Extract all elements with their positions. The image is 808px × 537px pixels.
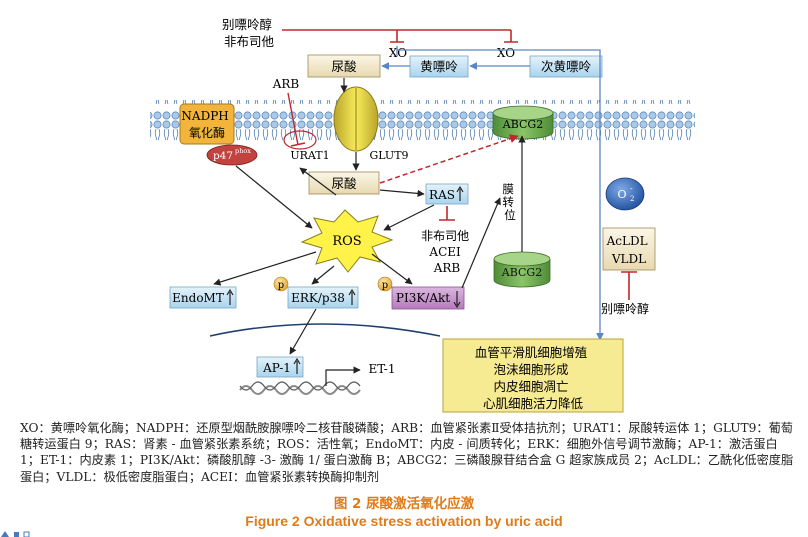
arb-inhibition-bar xyxy=(290,142,306,147)
arrow-erk-ap1 xyxy=(289,308,317,355)
arrow-ras-ros xyxy=(383,204,435,231)
cell-membrane xyxy=(150,100,695,140)
urate-mid-label: 尿酸 xyxy=(331,176,357,191)
glut9-label: GLUT9 xyxy=(369,149,408,162)
et1-transcription-arrow xyxy=(325,366,361,386)
pi3k-phospho-badge xyxy=(377,276,393,292)
erk-phospho-badge xyxy=(273,276,289,292)
arrow-ros-pi3k xyxy=(371,253,413,285)
arb-urat1-inhibition xyxy=(287,92,299,146)
pi3k-down-arrow xyxy=(453,291,461,309)
xo-inhibition-line xyxy=(282,29,518,43)
oxidative-stress-diagram: 别嘌呤醇 非布司他 XO XO 尿酸 黄嘌呤 次黄嘌呤 ARB URAT1 NA… xyxy=(150,17,695,413)
endomt-box xyxy=(169,286,237,309)
xo-superoxide-line xyxy=(396,46,600,340)
pi3k-label: PI3K/Akt xyxy=(396,291,450,305)
arrow-pi3k-abcg2 xyxy=(461,197,501,289)
p47phox-label: p47 xyxy=(213,150,233,162)
endomt-up-arrow xyxy=(226,288,234,305)
endomt-label: EndoMT xyxy=(172,291,224,305)
abcg2-cytoplasm-top xyxy=(493,251,551,267)
ras-box xyxy=(425,183,469,205)
urate-top-box xyxy=(307,54,381,78)
pi3k-phospho-label: p xyxy=(382,280,388,291)
ap1-label: AP-1 xyxy=(262,361,291,375)
urate-abcg2-dashed xyxy=(379,134,519,184)
hypoxanthine-label: 次黄嘌呤 xyxy=(541,59,592,74)
superoxide-sup: - xyxy=(630,184,633,193)
arb-top-label: ARB xyxy=(272,77,300,91)
urat1-transporter xyxy=(283,130,317,150)
xo-label-1: XO xyxy=(389,46,407,60)
arrow-urate-ros xyxy=(299,167,337,196)
ap1-box xyxy=(256,356,304,378)
arrow-ros-endomt xyxy=(213,251,317,286)
acldl-vldl-box xyxy=(602,227,656,271)
xanthine-label: 黄嘌呤 xyxy=(420,59,458,74)
square-outline-icon xyxy=(23,531,30,537)
membrane-curve-lower xyxy=(209,323,441,337)
p47phox-subunit xyxy=(206,144,258,166)
acldl-vldl-label: AcLDL VLDL xyxy=(606,234,652,266)
ros-label: ROS xyxy=(332,234,361,249)
superoxide-label: O xyxy=(617,188,626,201)
ras-label: RAS xyxy=(429,188,455,202)
nadph-oxidase xyxy=(179,103,235,145)
figure-title-cn: 图 2 尿酸激活氧化应激 xyxy=(333,496,475,512)
outcome-box xyxy=(442,338,624,413)
abcg2-cytoplasm-label: ABCG2 xyxy=(501,266,542,279)
urat1-label: URAT1 xyxy=(290,149,329,162)
ras-inhibitors: 非布司他 ACEI ARB xyxy=(421,229,473,275)
dna-strand-1 xyxy=(239,385,361,395)
abcg2-membrane-top xyxy=(492,105,554,121)
allopurinol-febuxostat-label: 别嘌呤醇 非布司他 xyxy=(222,17,276,49)
caption-abbreviations: XO：黄嘌呤氧化酶；NADPH：还原型烟酰胺腺嘌呤二核苷酸磷酸；ARB：血管紧张… xyxy=(20,421,794,484)
viewer-toolbar-icons xyxy=(1,531,30,537)
arrow-p47-ros xyxy=(235,165,313,229)
erk-phospho-label: p xyxy=(278,280,284,291)
urate-top-label: 尿酸 xyxy=(331,59,357,74)
superoxide-sub: 2 xyxy=(630,195,634,203)
erk-box xyxy=(287,286,359,309)
p47phox-superscript: phox xyxy=(235,147,251,155)
allopurinol-label: 别嘌呤醇 xyxy=(601,301,649,316)
erk-label: ERK/p38 xyxy=(291,291,345,305)
triangle-icon xyxy=(1,531,9,537)
ras-up-arrow xyxy=(456,185,464,201)
nadph-label: NADPH 氧化酶 xyxy=(181,109,232,140)
ras-inhibition xyxy=(439,206,455,221)
dna-strand-2 xyxy=(239,381,361,391)
abcg2-membrane-label: ABCG2 xyxy=(502,118,543,131)
allopurinol-inhibition xyxy=(621,271,637,300)
superoxide-circle xyxy=(605,177,645,211)
ap1-up-arrow xyxy=(293,357,301,374)
square-icon xyxy=(14,532,19,537)
xo-label-2: XO xyxy=(497,46,515,60)
pi3k-box xyxy=(391,286,465,310)
outcome-list: 血管平滑肌细胞增殖 泡沫细胞形成 内皮细胞凋亡 心肌细胞活力降低 xyxy=(475,345,592,411)
arrow-urate-ras xyxy=(379,189,425,197)
arrow-ros-erk xyxy=(311,265,335,285)
abcg2-cytoplasm xyxy=(493,259,551,288)
membrane-transport-label: 膜 转 位 xyxy=(502,182,517,222)
figure-title-en: Figure 2 Oxidative stress activation by … xyxy=(245,513,563,529)
erk-up-arrow xyxy=(348,288,356,305)
et1-label: ET-1 xyxy=(369,362,396,376)
ros-star xyxy=(300,209,394,273)
